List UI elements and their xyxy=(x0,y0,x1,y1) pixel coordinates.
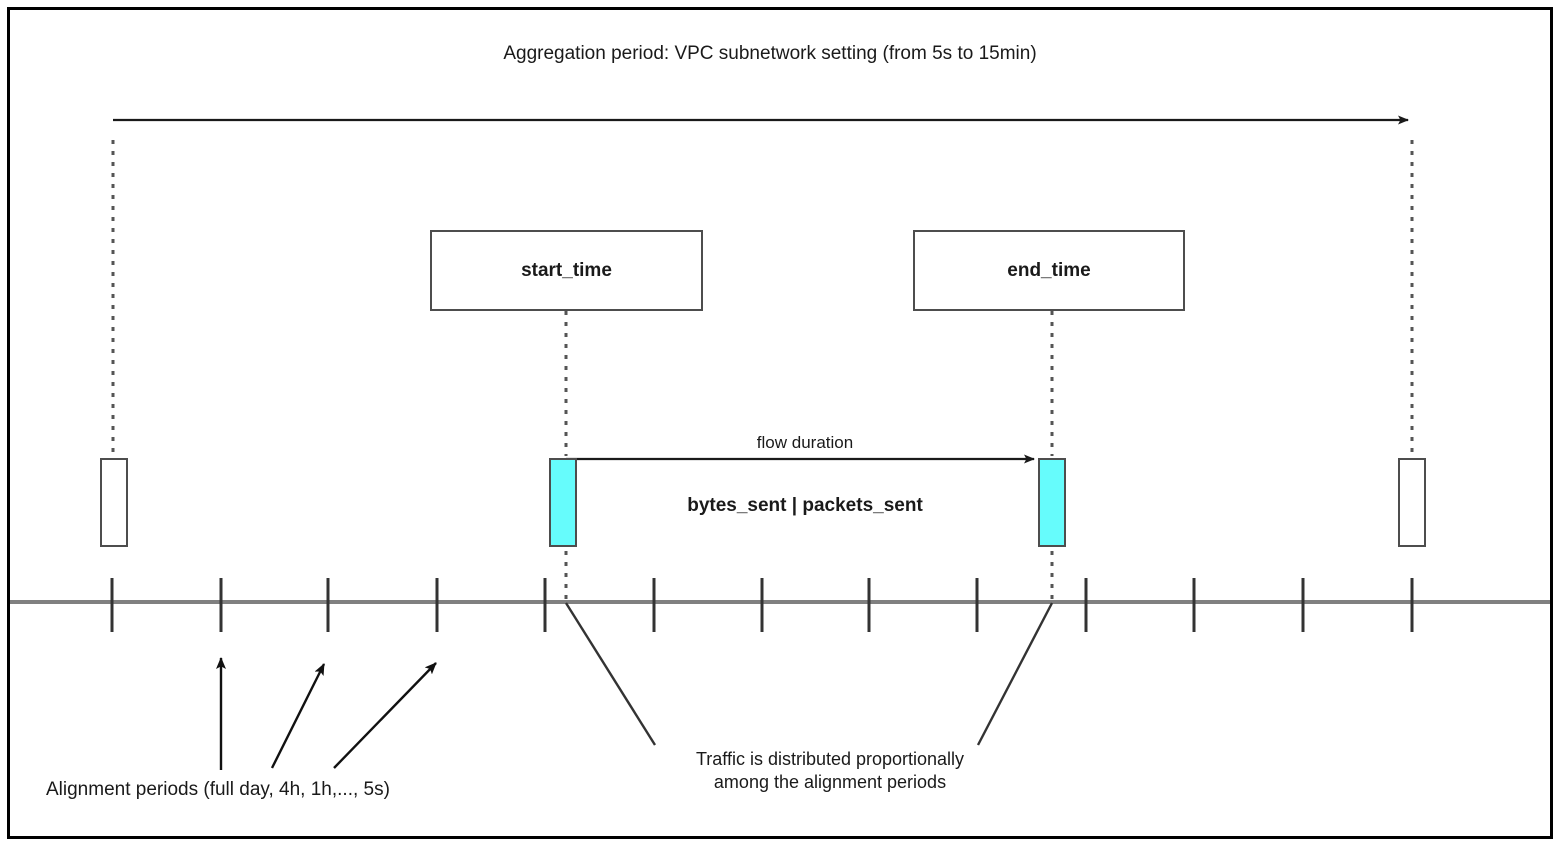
period-marker-flow-start xyxy=(549,458,577,547)
alignment-periods-caption: Alignment periods (full day, 4h, 1h,...,… xyxy=(46,779,390,800)
end-time-label: end_time xyxy=(1007,259,1091,281)
connector-start-period xyxy=(564,602,657,746)
page-title: Aggregation period: VPC subnetwork setti… xyxy=(503,43,1037,64)
alignment-arrow-2 xyxy=(270,663,326,769)
alignment-arrow-3 xyxy=(333,662,437,769)
connector-end-period xyxy=(976,602,1054,746)
start-time-box[interactable]: start_time xyxy=(430,230,703,311)
metrics-label: bytes_sent | packets_sent xyxy=(687,495,923,516)
start-time-label: start_time xyxy=(521,259,612,281)
period-marker-flow-end xyxy=(1038,458,1066,547)
diagram-frame xyxy=(7,7,1553,839)
period-marker-boundary-left xyxy=(100,458,128,547)
traffic-distribution-caption: Traffic is distributed proportionally am… xyxy=(695,749,965,792)
timeline-ticks xyxy=(110,578,1414,632)
period-marker-boundary-right xyxy=(1398,458,1426,547)
flow-duration-label: flow duration xyxy=(756,433,854,452)
end-time-box[interactable]: end_time xyxy=(913,230,1185,311)
